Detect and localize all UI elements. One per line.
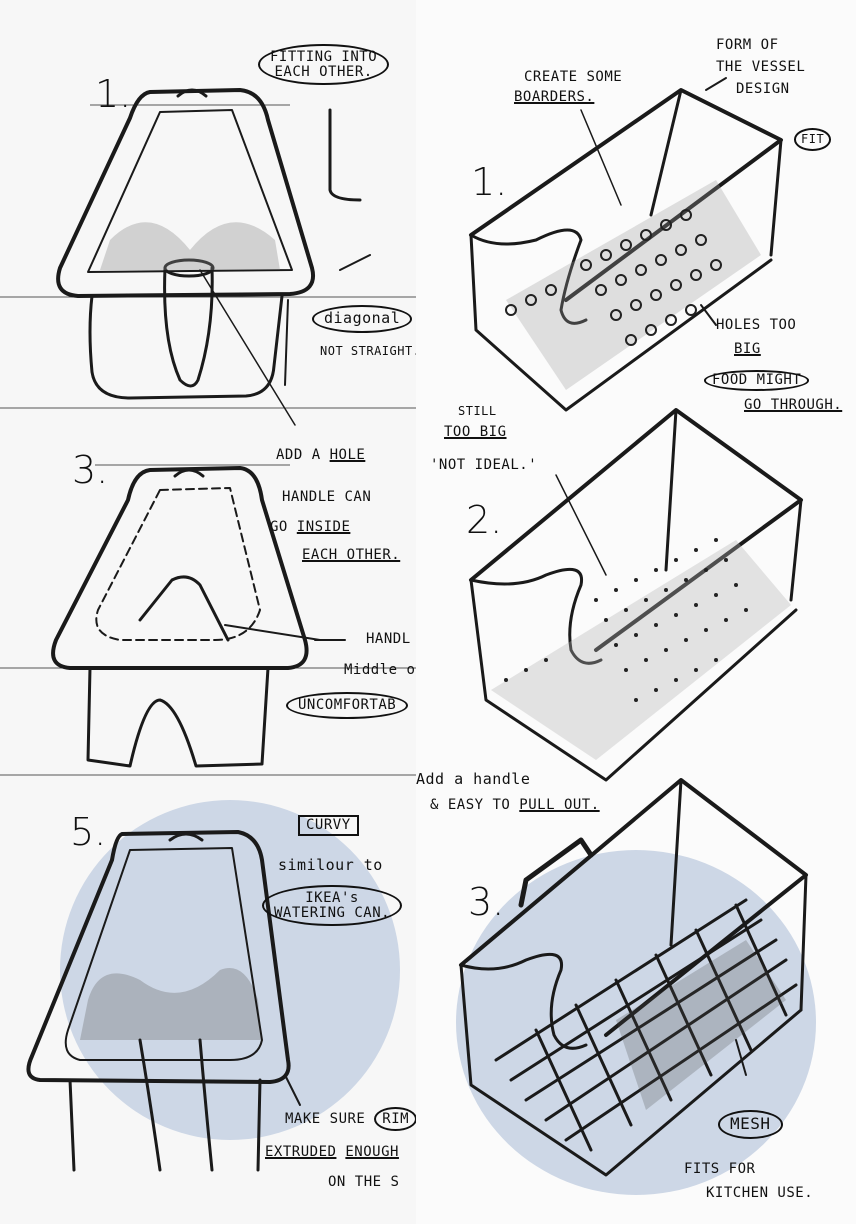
right-concept1-number: 1. xyxy=(471,160,508,204)
left-sketch-drawings xyxy=(0,88,416,1172)
left-concept5-number: 5. xyxy=(70,810,107,854)
note-ikea-watering-can: IKEA's WATERING CAN. xyxy=(262,885,403,927)
left-concept1-number: 1. xyxy=(95,72,132,116)
note-fitting-line1: FITTING INTO xyxy=(270,49,378,65)
concept5-watering-can-sketch xyxy=(26,830,301,1172)
note-design: DESIGN xyxy=(736,81,790,97)
right-sketch-drawings xyxy=(459,77,808,1177)
note-go-through: GO THROUGH. xyxy=(744,397,843,413)
note-curvy: CURVY xyxy=(298,815,359,836)
note-still: STILL xyxy=(458,404,497,418)
note-kitchen-use: KITCHEN USE. xyxy=(706,1185,814,1201)
note-fits-for: FITS FOR xyxy=(684,1161,756,1177)
note-form-of: FORM OF xyxy=(716,37,779,53)
concept2-dots xyxy=(504,538,748,702)
note-make-sure: MAKE SURE xyxy=(285,1111,366,1127)
note-add-a-handle: Add a handle xyxy=(416,770,531,788)
note-fit: FIT xyxy=(794,128,832,151)
note-extruded-enough: EXTRUDED ENOUGH xyxy=(265,1145,399,1160)
note-mesh: MESH xyxy=(718,1110,783,1139)
concept2-tray-sketch xyxy=(469,408,803,782)
note-enough: ENOUGH xyxy=(345,1144,399,1160)
note-easy-to-pull-out: & EASY TO PULL OUT. xyxy=(430,798,600,813)
note-diagonal: diagonal xyxy=(312,305,413,333)
left-sketch-sheet: 1. FITTING INTO EACH OTHER. diagonal NOT… xyxy=(0,0,416,1224)
right-concept2-number: 2. xyxy=(466,498,503,542)
note-go: GO xyxy=(270,519,288,535)
note-hole: HOLE xyxy=(329,447,366,463)
note-on-the: ON THE S xyxy=(328,1174,400,1190)
note-holes-too: HOLES TOO xyxy=(716,317,797,333)
concept1-holes xyxy=(505,209,722,346)
note-middle-of: Middle of xyxy=(344,662,416,678)
note-watering-can: WATERING CAN. xyxy=(274,904,391,921)
note-not-ideal: 'NOT IDEAL.' xyxy=(430,457,538,473)
note-similar-to: similour to xyxy=(278,856,383,874)
concept3-mesh-tray-sketch xyxy=(459,778,808,1177)
note-fitting-line2: EACH OTHER. xyxy=(274,63,373,80)
note-handle-can: HANDLE CAN xyxy=(282,489,372,505)
note-uncomfortable: UNCOMFORTAB xyxy=(286,692,409,719)
note-create-some: CREATE SOME xyxy=(524,69,623,85)
right-sketch-sheet: 1. CREATE SOME BOARDERS. FORM OF THE VES… xyxy=(416,0,856,1224)
note-too-big: TOO BIG xyxy=(444,424,507,440)
note-rim: RIM xyxy=(374,1107,416,1131)
note-fitting-into-each-other: FITTING INTO EACH OTHER. xyxy=(258,44,390,86)
concept1-tray-sketch xyxy=(469,77,783,412)
note-add-a: ADD A xyxy=(276,447,321,463)
right-concept3-number: 3. xyxy=(468,880,505,924)
note-big: BIG xyxy=(734,341,761,357)
note-not-straight: NOT STRAIGHT. xyxy=(320,344,416,358)
left-concept3-number: 3. xyxy=(72,448,109,492)
note-add-a-hole: ADD A HOLE xyxy=(276,448,365,463)
concept3-watering-can-sketch xyxy=(51,466,346,768)
note-extruded: EXTRUDED xyxy=(265,1144,337,1160)
note-handle-cut: HANDL xyxy=(366,631,411,647)
concept1-watering-can-sketch xyxy=(56,88,371,426)
note-the-vessel: THE VESSEL xyxy=(716,59,806,75)
concept3-mesh-grid xyxy=(494,898,798,1152)
note-food-might: FOOD MIGHT xyxy=(704,370,810,391)
note-each-other: EACH OTHER. xyxy=(302,547,401,563)
note-boarders: BOARDERS. xyxy=(514,89,595,105)
note-inside: INSIDE xyxy=(296,519,351,535)
note-pull-out: PULL OUT. xyxy=(519,797,600,813)
note-make-sure-rim: MAKE SURE RIM xyxy=(285,1107,416,1131)
note-ikea: IKEA's xyxy=(305,890,359,906)
note-go-inside: GO INSIDE xyxy=(270,520,350,535)
note-easy-to: & EASY TO xyxy=(430,797,511,813)
